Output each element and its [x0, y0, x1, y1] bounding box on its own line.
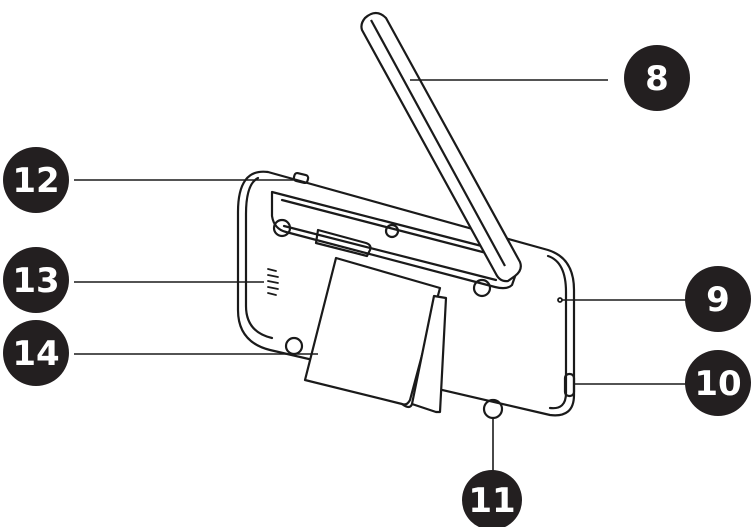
- device-body-rim: [244, 176, 274, 340]
- callout-number-8: 8: [645, 59, 669, 99]
- callout-number-12: 12: [12, 161, 59, 201]
- callout-number-9: 9: [706, 280, 730, 320]
- callout-number-11: 11: [468, 481, 515, 521]
- callout-badge-11: 11: [462, 470, 522, 527]
- microphone-hole: [557, 297, 563, 303]
- kickstand-hinge-side: [410, 294, 448, 414]
- mounting-hole-bottom-left: [284, 336, 304, 356]
- callout-number-14: 14: [12, 334, 59, 374]
- top-switch: [292, 171, 310, 185]
- callout-badge-10: 10: [685, 350, 751, 416]
- callout-badge-13: 13: [3, 247, 69, 313]
- callout-number-10: 10: [694, 364, 741, 404]
- mounting-hole-top-left: [272, 218, 292, 238]
- side-port: [563, 372, 576, 398]
- callout-badge-12: 12: [3, 147, 69, 213]
- mounting-hole-top-right: [472, 278, 492, 298]
- recess-latch: [314, 228, 372, 258]
- callout-badge-9: 9: [685, 266, 751, 332]
- callout-badge-14: 14: [3, 320, 69, 386]
- speaker-grille: [267, 268, 279, 296]
- callout-badge-8: 8: [624, 45, 690, 111]
- callout-number-13: 13: [12, 261, 59, 301]
- recess-screw: [384, 223, 400, 239]
